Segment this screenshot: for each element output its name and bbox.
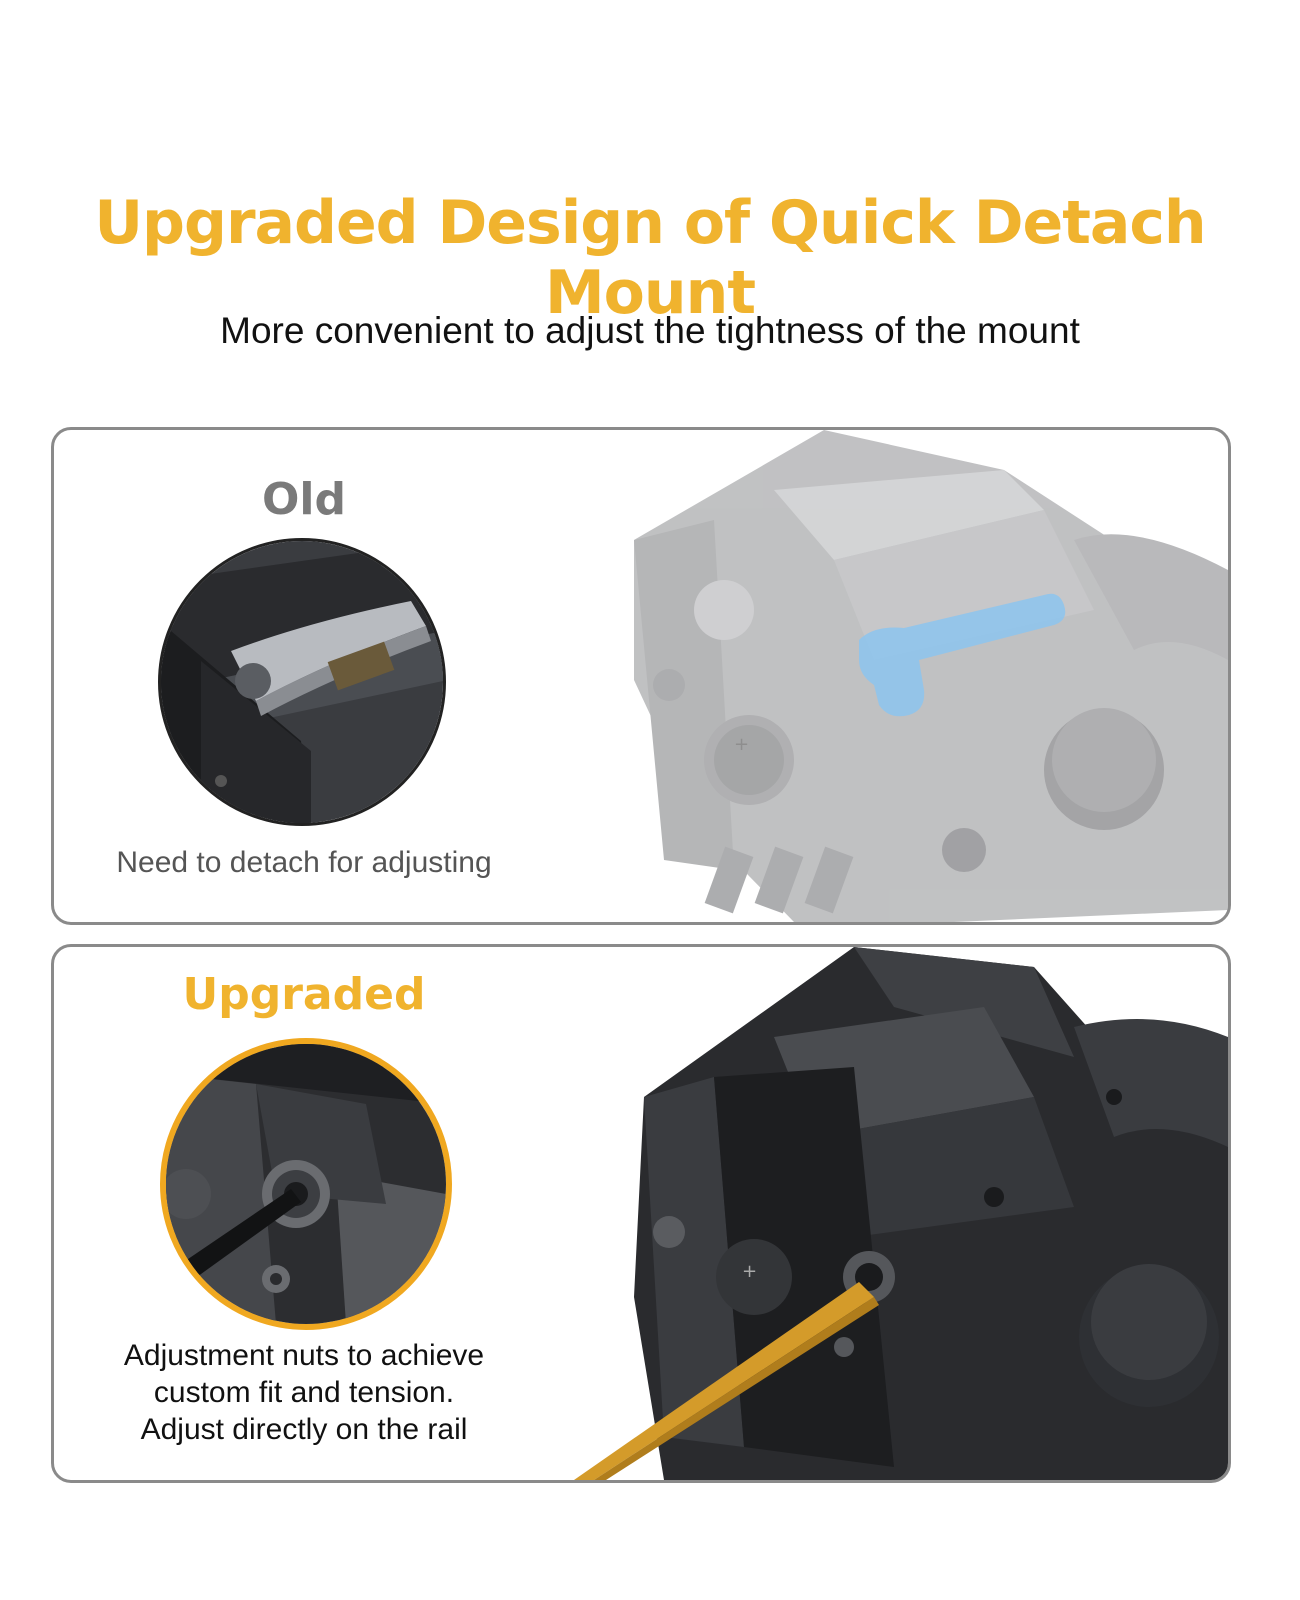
- upgraded-caption-line-2: custom fit and tension.: [153, 1376, 455, 1409]
- old-design-panel: Old Need to detach for adjusting: [51, 427, 1231, 925]
- old-label: Old: [262, 474, 346, 525]
- svg-text:+: +: [734, 734, 749, 755]
- old-caption: Need to detach for adjusting: [116, 846, 492, 879]
- upgraded-mount-product-image: +: [514, 947, 1228, 1480]
- upgraded-caption-line-1: Adjustment nuts to achieve: [123, 1339, 485, 1372]
- old-lever-closeup-image: [158, 538, 446, 826]
- page-title: Upgraded Design of Quick Detach Mount: [94, 188, 1206, 328]
- blue-wrench-icon: [859, 593, 1066, 717]
- svg-text:+: +: [742, 1261, 757, 1282]
- upgraded-label: Upgraded: [182, 969, 426, 1020]
- upgraded-caption-line-3: Adjust directly on the rail: [140, 1413, 468, 1446]
- page-subtitle: More convenient to adjust the tightness …: [220, 310, 1080, 351]
- old-mount-product-image: +: [574, 430, 1228, 922]
- hex-key-icon: [574, 1282, 879, 1480]
- upgraded-caption: Adjustment nuts to achieve custom fit an…: [54, 1337, 554, 1448]
- upgraded-design-panel: Upgraded Adjustment nuts to achieve cust…: [51, 944, 1231, 1483]
- hex-key-closeup-image: [160, 1038, 452, 1330]
